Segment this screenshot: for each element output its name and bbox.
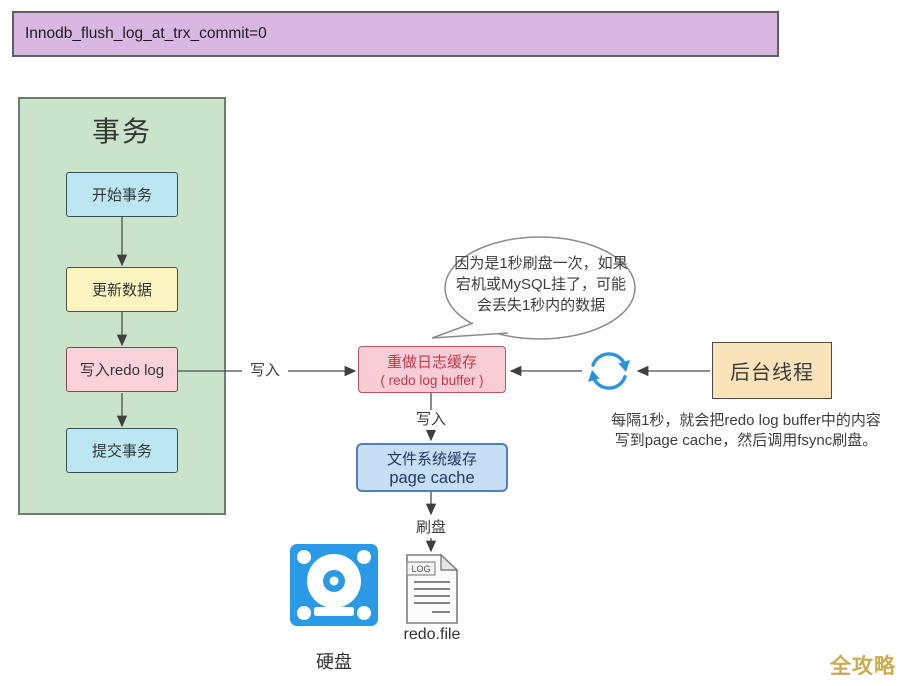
redo-log-buffer-node: 重做日志缓存 ( redo log buffer ) bbox=[358, 346, 506, 393]
step-begin-transaction: 开始事务 bbox=[66, 172, 178, 217]
step-label: 更新数据 bbox=[91, 282, 152, 299]
redo-file-label: redo.file bbox=[403, 626, 461, 643]
disk-label: 硬盘 bbox=[316, 652, 352, 672]
step-write-redo-log: 写入redo log bbox=[66, 347, 178, 392]
bubble-line: 会丢失1秒内的数据 bbox=[476, 297, 606, 314]
sync-refresh-icon bbox=[588, 352, 630, 390]
step-commit-transaction: 提交事务 bbox=[66, 428, 178, 473]
page-cache-title: 文件系统缓存 bbox=[386, 450, 477, 468]
note-line: 写到page cache，然后调用fsync刷盘。 bbox=[614, 432, 878, 449]
label-write-to-cache: 写入 bbox=[408, 410, 454, 430]
bubble-line: 因为是1秒刷盘一次，如果 bbox=[454, 255, 628, 272]
transaction-panel-title: 事务 bbox=[91, 116, 152, 147]
redo-log-buffer-subtitle: ( redo log buffer ) bbox=[380, 373, 484, 388]
speech-bubble-tail bbox=[431, 322, 509, 339]
watermark-text: 全攻略 bbox=[830, 655, 896, 678]
step-label: 提交事务 bbox=[91, 443, 152, 460]
title-banner: Innodb_flush_log_at_trx_commit=0 bbox=[12, 11, 779, 57]
bubble-line: 宕机或MySQL挂了，可能 bbox=[455, 276, 626, 293]
background-thread-node: 后台线程 bbox=[712, 342, 832, 399]
page-cache-subtitle: page cache bbox=[389, 468, 475, 487]
redo-log-buffer-title: 重做日志缓存 bbox=[386, 354, 477, 371]
note-line: 每隔1秒，就会把redo log buffer中的内容 bbox=[611, 412, 881, 429]
speech-bubble-text: 因为是1秒刷盘一次，如果 宕机或MySQL挂了，可能 会丢失1秒内的数据 bbox=[448, 253, 634, 316]
step-label: 写入redo log bbox=[79, 362, 165, 379]
title-banner-text: Innodb_flush_log_at_trx_commit=0 bbox=[25, 25, 267, 42]
hard-disk-icon bbox=[290, 544, 378, 626]
label-flush: 刷盘 bbox=[408, 518, 454, 538]
background-thread-label: 后台线程 bbox=[730, 362, 814, 384]
step-label: 开始事务 bbox=[91, 187, 152, 204]
label-write-to-buffer: 写入 bbox=[242, 361, 288, 381]
step-update-data: 更新数据 bbox=[66, 267, 178, 312]
log-file-icon: LOG bbox=[406, 553, 459, 624]
background-thread-note: 每隔1秒，就会把redo log buffer中的内容 写到page cache… bbox=[598, 411, 894, 451]
log-tab-text: LOG bbox=[411, 564, 430, 574]
page-cache-node: 文件系统缓存 page cache bbox=[356, 443, 508, 492]
